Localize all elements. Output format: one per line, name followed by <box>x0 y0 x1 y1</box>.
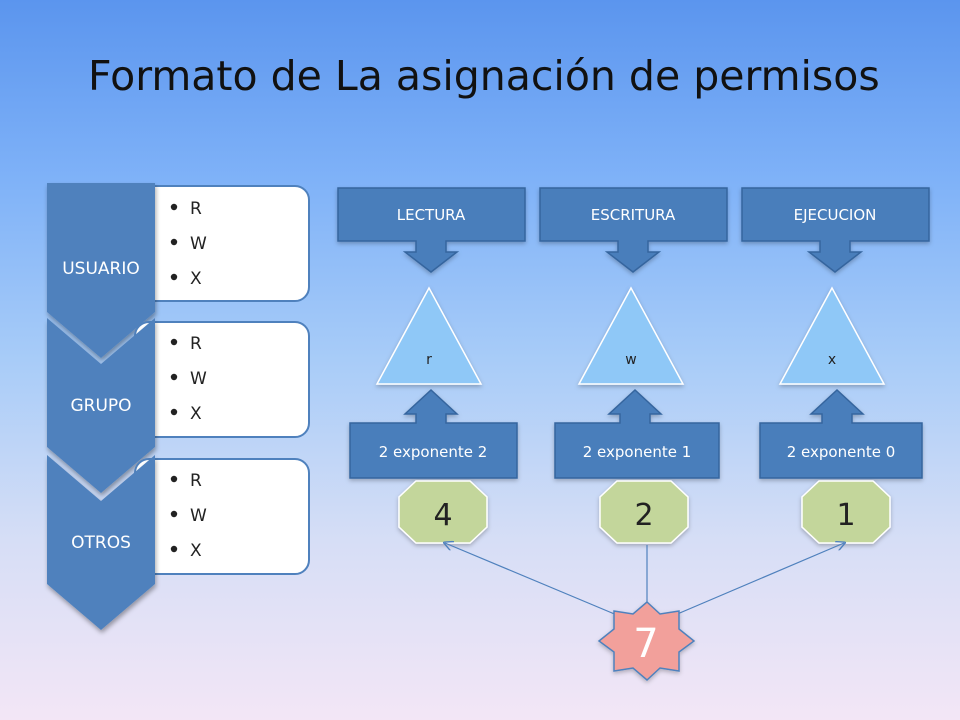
group-otros-chevron <box>47 455 155 630</box>
escritura-callout <box>539 187 728 273</box>
total-star: 7 <box>597 600 696 682</box>
lectura-label: LECTURA <box>397 206 466 224</box>
ejecucion-callout <box>741 187 930 273</box>
connector-to-4 <box>445 543 625 619</box>
total-star-shape <box>597 600 696 682</box>
group-usuario: USUARIO R W X <box>47 183 310 358</box>
escritura-label: ESCRITURA <box>591 206 676 224</box>
group-usuario-panel <box>134 185 310 302</box>
value-2-octagon <box>599 480 689 544</box>
group-usuario-item-w: W <box>190 234 207 254</box>
value-1-label: 1 <box>836 498 855 533</box>
group-grupo-label: GRUPO <box>70 396 131 416</box>
group-grupo-item-r: R <box>190 334 202 354</box>
x-triangle <box>778 286 886 385</box>
exp0-label: 2 exponente 0 <box>787 443 896 461</box>
permission-column-lectura: LECTURA r 2 exponente 2 4 <box>337 187 526 544</box>
value-2-label: 2 <box>634 498 653 533</box>
group-usuario-label: USUARIO <box>62 259 140 279</box>
group-otros-panel <box>134 458 310 575</box>
exp1-callout <box>554 388 720 479</box>
group-grupo-chevron <box>47 318 155 493</box>
exp2-callout <box>349 388 518 479</box>
group-usuario-item-x: X <box>190 269 202 289</box>
r-triangle <box>375 286 483 385</box>
exp0-callout <box>759 388 923 479</box>
exp2-label: 2 exponente 2 <box>379 443 488 461</box>
group-otros: OTROS R W X <box>47 455 310 630</box>
value-4-octagon <box>398 480 488 544</box>
lectura-callout <box>337 187 526 273</box>
group-otros-item-x: X <box>190 541 202 561</box>
x-triangle-label: x <box>828 352 836 368</box>
w-triangle-label: w <box>625 352 636 368</box>
ejecucion-label: EJECUCION <box>794 206 877 224</box>
group-usuario-item-r: R <box>190 199 202 219</box>
group-otros-items: R W X <box>170 471 207 561</box>
group-otros-item-r: R <box>190 471 202 491</box>
group-grupo-item-x: X <box>190 404 202 424</box>
total-value: 7 <box>633 621 658 667</box>
connector-to-1 <box>667 543 844 619</box>
r-triangle-label: r <box>426 352 432 368</box>
sum-connectors <box>445 543 844 619</box>
exp1-label: 2 exponente 1 <box>583 443 692 461</box>
group-grupo-items: R W X <box>170 334 207 424</box>
group-grupo-panel <box>134 321 310 438</box>
value-4-label: 4 <box>433 498 452 533</box>
slide-title: Formato de La asignación de permisos <box>88 52 880 100</box>
group-otros-item-w: W <box>190 506 207 526</box>
permission-column-ejecucion: EJECUCION x 2 exponente 0 1 <box>741 187 930 544</box>
group-usuario-chevron <box>47 183 155 358</box>
group-otros-label: OTROS <box>71 533 131 553</box>
group-grupo: GRUPO R W X <box>47 318 310 493</box>
group-usuario-items: R W X <box>170 199 207 289</box>
group-grupo-item-w: W <box>190 369 207 389</box>
w-triangle <box>577 286 685 385</box>
value-1-octagon <box>801 480 891 544</box>
permission-column-escritura: ESCRITURA w 2 exponente 1 2 <box>539 187 728 544</box>
